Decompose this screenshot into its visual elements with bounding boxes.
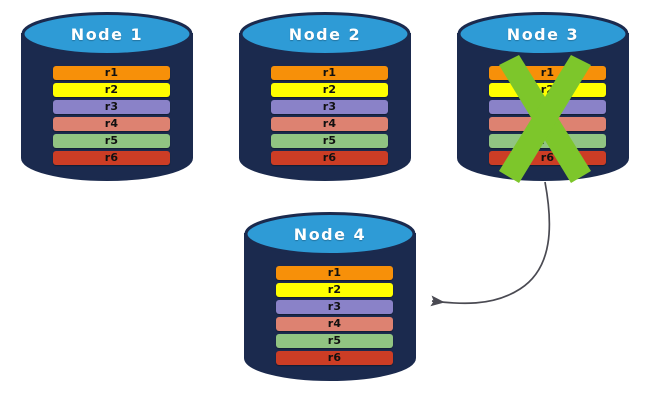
row-band-r1[interactable]: r1 <box>53 66 170 80</box>
row-label: r1 <box>322 66 337 79</box>
row-band-r2[interactable]: r2 <box>53 83 170 97</box>
row-band-r5[interactable]: r5 <box>276 334 393 348</box>
row-label: r1 <box>104 66 119 79</box>
row-label: r3 <box>327 300 342 313</box>
row-band-r1[interactable]: r1 <box>271 66 388 80</box>
row-band-r6[interactable]: r6 <box>276 351 393 365</box>
row-band-r5[interactable]: r5 <box>53 134 170 148</box>
row-label: r4 <box>104 117 119 130</box>
row-band-r6[interactable]: r6 <box>53 151 170 165</box>
row-label: r4 <box>322 117 337 130</box>
row-band-r6[interactable]: r6 <box>271 151 388 165</box>
cylinder-top-ellipse <box>244 212 416 256</box>
row-label: r3 <box>322 100 337 113</box>
row-band-r4[interactable]: r4 <box>271 117 388 131</box>
cylinder-top-ellipse <box>457 12 629 56</box>
row-band-r2[interactable]: r2 <box>276 283 393 297</box>
row-band-r4[interactable]: r4 <box>276 317 393 331</box>
row-label: r2 <box>322 83 337 96</box>
row-label: r6 <box>327 351 342 364</box>
row-label: r3 <box>104 100 119 113</box>
row-band-r3[interactable]: r3 <box>271 100 388 114</box>
cylinder-top-ellipse <box>239 12 411 56</box>
row-band-r5[interactable]: r5 <box>271 134 388 148</box>
row-label: r6 <box>322 151 337 164</box>
row-label: r2 <box>327 283 342 296</box>
row-band-r2[interactable]: r2 <box>271 83 388 97</box>
row-stack: r1 r2 r3 r4 r5 r6 <box>240 66 410 165</box>
row-label: r6 <box>104 151 119 164</box>
row-label: r5 <box>322 134 337 147</box>
row-label: r4 <box>327 317 342 330</box>
row-stack: r1 r2 r3 r4 r5 r6 <box>245 266 415 365</box>
row-stack: r1 r2 r3 r4 r5 r6 <box>22 66 192 165</box>
row-band-r1[interactable]: r1 <box>276 266 393 280</box>
row-label: r5 <box>104 134 119 147</box>
row-band-r4[interactable]: r4 <box>53 117 170 131</box>
row-label: r2 <box>104 83 119 96</box>
row-band-r3[interactable]: r3 <box>276 300 393 314</box>
row-band-r3[interactable]: r3 <box>53 100 170 114</box>
row-label: r1 <box>327 266 342 279</box>
cylinder-top-ellipse <box>21 12 193 56</box>
row-label: r5 <box>327 334 342 347</box>
